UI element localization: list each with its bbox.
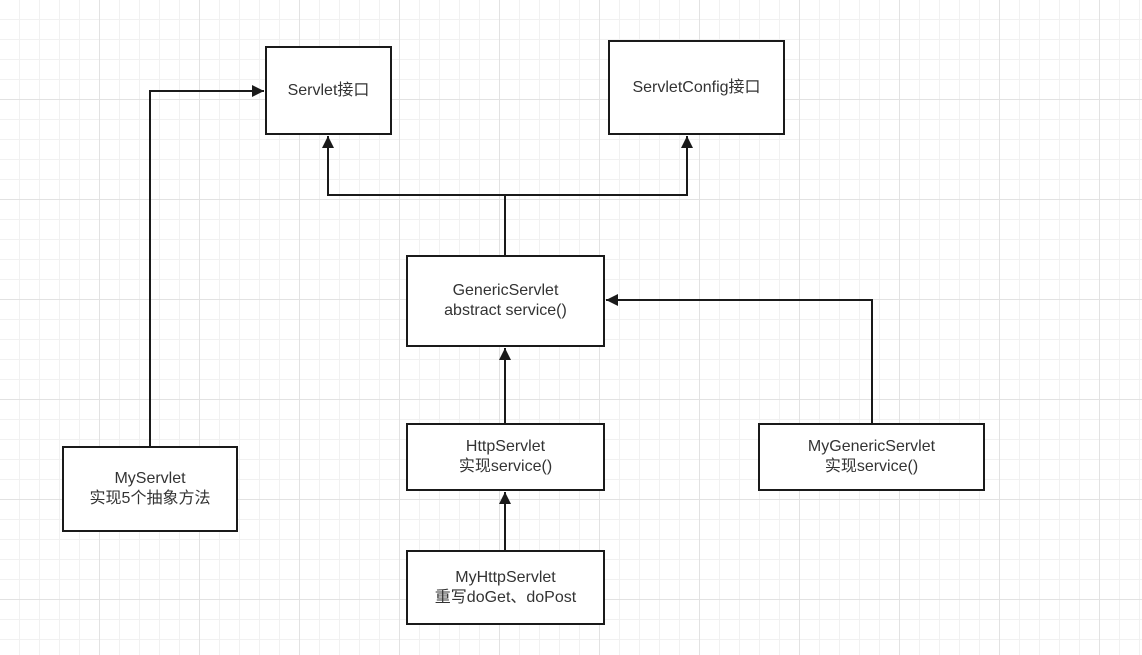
node-label: GenericServlet xyxy=(452,282,559,299)
edge-generic-to-servletconfig xyxy=(505,136,693,196)
node-my-http-servlet[interactable]: MyHttpServlet 重写doGet、doPost xyxy=(406,550,605,625)
node-servletconfig-interface[interactable]: ServletConfig接口 xyxy=(608,40,785,135)
node-label: HttpServlet xyxy=(465,438,546,455)
edge-mygeneric-to-generic xyxy=(606,294,873,423)
node-servlet-interface[interactable]: Servlet接口 xyxy=(265,46,392,135)
node-label: ServletConfig接口 xyxy=(632,78,761,96)
edge-generic-to-servlet xyxy=(322,136,506,255)
edge-myservlet-to-servlet xyxy=(149,85,264,446)
node-sublabel: 实现5个抽象方法 xyxy=(89,490,211,507)
node-http-servlet[interactable]: HttpServlet 实现service() xyxy=(406,423,605,491)
node-my-servlet[interactable]: MyServlet 实现5个抽象方法 xyxy=(62,446,238,532)
node-sublabel: 实现service() xyxy=(458,458,553,475)
node-sublabel: 重写doGet、doPost xyxy=(434,588,577,606)
node-label: MyGenericServlet xyxy=(807,438,936,455)
node-my-generic-servlet[interactable]: MyGenericServlet 实现service() xyxy=(758,423,985,491)
node-label: MyServlet xyxy=(114,470,186,487)
node-label: Servlet接口 xyxy=(287,81,370,99)
node-sublabel: abstract service() xyxy=(444,302,567,319)
node-sublabel: 实现service() xyxy=(824,458,919,475)
node-generic-servlet[interactable]: GenericServlet abstract service() xyxy=(406,255,605,347)
node-label: MyHttpServlet xyxy=(455,568,556,586)
